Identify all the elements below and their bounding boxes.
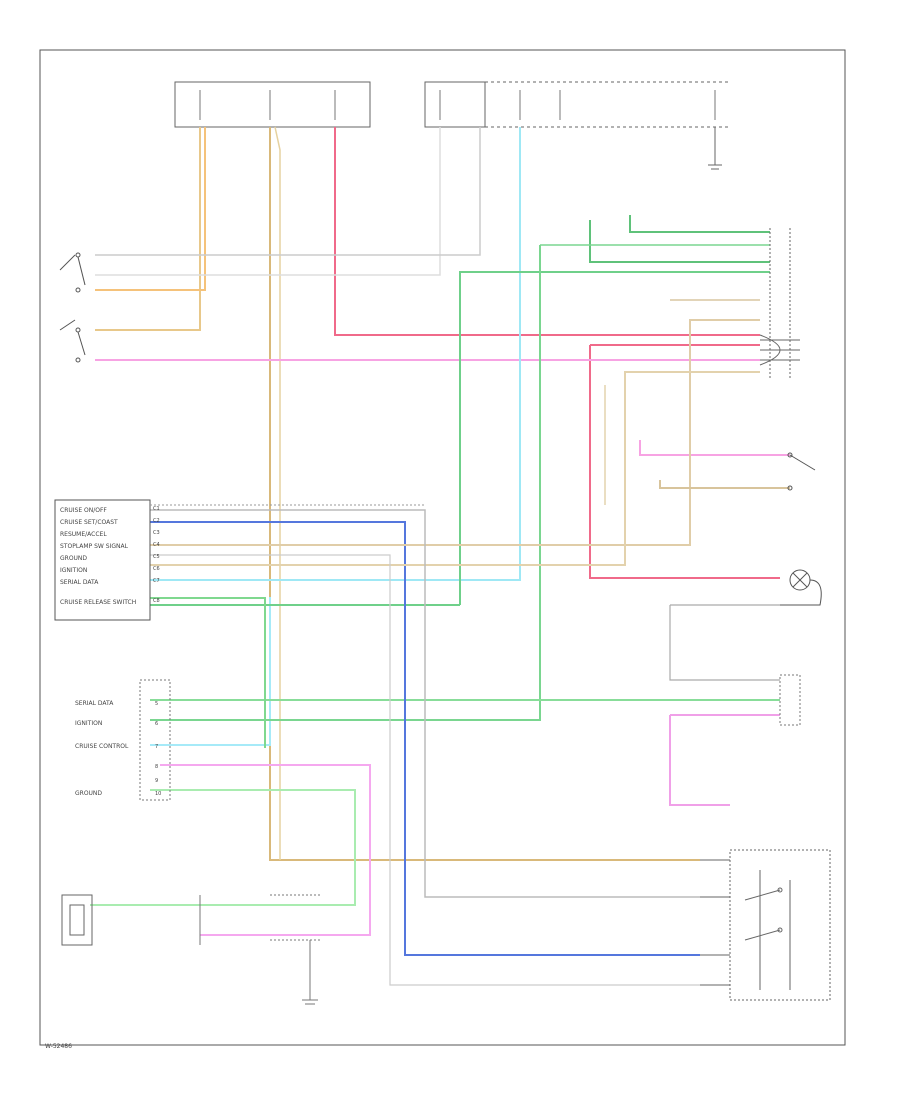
ecm-label-4: GROUND	[60, 555, 87, 562]
ecm-label-1: CRUISE SET/COAST	[60, 519, 118, 526]
wire-tan-1	[95, 127, 201, 331]
bcm-wire-3: 8	[155, 764, 158, 770]
wire-green-5	[150, 245, 541, 721]
ecm-label-5: IGNITION	[60, 567, 87, 574]
bcm-wire-1: 6	[155, 721, 158, 727]
right-connector-stack	[759, 228, 800, 380]
wire-tan-3	[274, 126, 281, 860]
wire-orange	[95, 127, 206, 291]
bcm-label-1: IGNITION	[75, 720, 102, 727]
bcm-label-0: SERIAL DATA	[75, 700, 114, 707]
wire-grey-2	[150, 509, 700, 898]
ecm-pin-2: C3	[153, 530, 160, 536]
body-control-module: SERIAL DATA IGNITION CRUISE CONTROL GROU…	[75, 679, 171, 801]
wire-green-2	[629, 215, 770, 233]
clutch-switch	[787, 452, 816, 491]
wire-pink-2	[639, 440, 790, 456]
ecm-pin-5: C6	[153, 566, 160, 572]
ecm-pin-7: C8	[153, 598, 160, 604]
fuse-block	[174, 81, 730, 128]
ecm-label-0: CRUISE ON/OFF	[60, 507, 107, 514]
ground-symbol	[708, 127, 722, 170]
wire-grey-3	[150, 554, 700, 986]
bcm-wire-2: 7	[155, 744, 158, 750]
wire-grey-1	[95, 127, 481, 256]
wire-green-1	[589, 220, 770, 263]
wire-cyan-2	[150, 597, 271, 746]
bottom-splice	[199, 894, 320, 1005]
bcm-label-2: CRUISE CONTROL	[75, 743, 129, 750]
bcm-label-3: GROUND	[75, 790, 102, 797]
ecm-pin-4: C5	[153, 554, 160, 560]
wire-red	[334, 127, 760, 336]
ecm-pin-0: C1	[153, 506, 160, 512]
ecm-pin-3: C4	[153, 542, 160, 548]
speed-sensor	[61, 894, 93, 946]
ecm-label-6: SERIAL DATA	[60, 579, 99, 586]
wire-beige-6	[95, 127, 441, 276]
ecm-label-3: STOPLAMP SW SIGNAL	[60, 543, 129, 550]
wire-green-8	[150, 597, 266, 748]
wire-beige-3	[150, 371, 760, 566]
wire-green-3	[459, 271, 770, 605]
wire-cyan	[150, 127, 521, 581]
wire-tan-2	[269, 127, 700, 861]
vehicle-speed-connector	[779, 674, 801, 726]
wire-red-2	[589, 345, 780, 579]
engine-control-module: CRUISE ON/OFF CRUISE SET/COAST RESUME/AC…	[54, 499, 425, 621]
ecm-pin-1: C2	[153, 518, 160, 524]
ecm-label-7: CRUISE RELEASE SWITCH	[60, 599, 136, 606]
diagram-frame	[39, 49, 846, 1046]
wire-beige-2	[150, 319, 760, 546]
wire-green-9	[150, 789, 356, 906]
wire-grey-5	[669, 605, 780, 681]
wire-pink-3	[160, 764, 371, 936]
wire-beige-5	[659, 480, 790, 489]
stoplamp-switch	[59, 252, 86, 363]
indicator-lamp	[780, 569, 822, 606]
bcm-wire-5: 10	[155, 791, 161, 797]
bcm-wire-4: 9	[155, 778, 158, 784]
bcm-wire-0: 5	[155, 701, 158, 707]
ecm-pin-6: C7	[153, 578, 160, 584]
diagram-code: W-52486	[45, 1043, 72, 1050]
cruise-control-switch	[700, 849, 831, 1001]
wire-blue	[150, 521, 700, 956]
ecm-label-2: RESUME/ACCEL	[60, 531, 107, 538]
wire-pink-5	[669, 715, 730, 806]
